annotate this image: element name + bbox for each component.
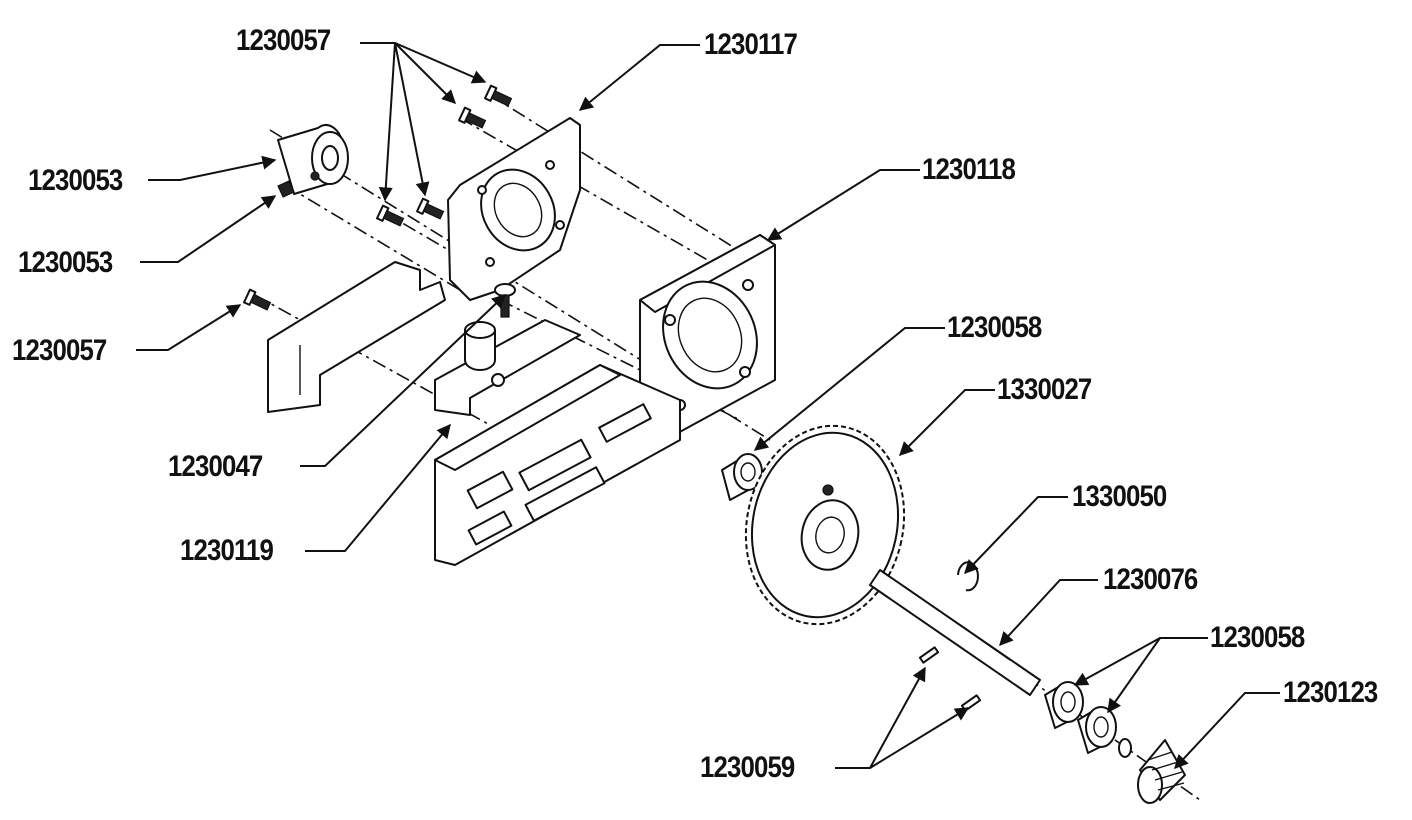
pinion-gear xyxy=(277,124,349,195)
shim-washer xyxy=(1118,738,1132,758)
pins xyxy=(918,646,982,712)
set-screw xyxy=(277,180,295,198)
label-1230047: 1230047 xyxy=(168,450,263,483)
e-clip xyxy=(957,561,979,592)
spur-gear xyxy=(744,424,906,626)
label-1230117: 1230117 xyxy=(704,28,798,61)
label-1230119: 1230119 xyxy=(180,534,274,567)
label-1230059: 1230059 xyxy=(700,751,795,784)
bevel-pinion xyxy=(1137,739,1186,804)
label-1230058-bottom: 1230058 xyxy=(1210,621,1305,654)
chassis-block xyxy=(434,319,681,566)
label-1230053-a: 1230053 xyxy=(28,164,123,197)
label-1230058-top: 1230058 xyxy=(947,311,1042,344)
bearing-upper xyxy=(721,453,763,501)
label-1330050: 1330050 xyxy=(1072,480,1167,513)
output-shaft xyxy=(869,569,1041,696)
motor-mount-plate xyxy=(447,117,581,301)
label-1230057-top: 1230057 xyxy=(236,24,331,57)
bearing-lower xyxy=(1044,681,1117,754)
label-1230053-b: 1230053 xyxy=(18,246,113,279)
leader-lines xyxy=(136,42,1280,770)
label-1230057-left: 1230057 xyxy=(12,334,107,367)
label-1230118: 1230118 xyxy=(922,153,1016,186)
label-1330027: 1330027 xyxy=(997,373,1092,406)
label-1230123: 1230123 xyxy=(1283,676,1378,709)
side-plate xyxy=(267,261,446,413)
gearbox-housing xyxy=(639,234,776,441)
label-1230076: 1230076 xyxy=(1103,563,1198,596)
